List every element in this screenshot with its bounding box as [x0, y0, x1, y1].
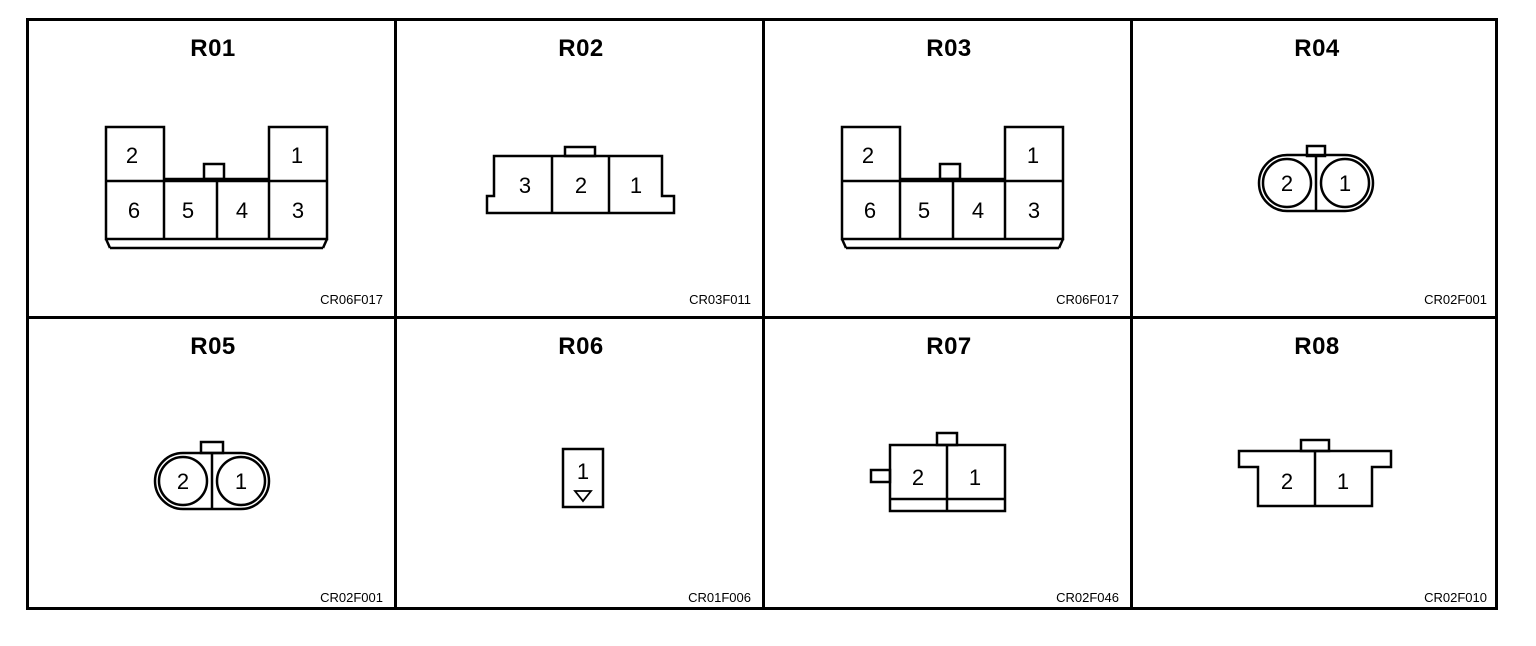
pin-label: 3 — [292, 198, 304, 223]
connector-r05: R05 2 1 CR02F001 — [29, 319, 397, 615]
pin-label: 2 — [1281, 171, 1293, 196]
part-code: CR02F046 — [1056, 590, 1119, 605]
pin-label: 2 — [126, 143, 138, 168]
pin-label: 2 — [1281, 469, 1293, 494]
pin-label: 2 — [862, 143, 874, 168]
connector-r07: R07 2 1 CR02F046 — [765, 319, 1133, 615]
pin-label: 1 — [969, 465, 981, 490]
connector-title: R03 — [926, 35, 972, 62]
pin-label: 5 — [918, 198, 930, 223]
connector-r01: R01 2 1 6 5 4 3 CR06F017 — [29, 21, 397, 317]
divider — [762, 21, 765, 607]
pin-label: 1 — [235, 469, 247, 494]
connector-diagram-6pin: 2 1 6 5 4 3 — [104, 125, 329, 250]
pin-label: 3 — [1028, 198, 1040, 223]
connector-r03: R03 2 1 6 5 4 3 CR06F017 — [765, 21, 1133, 317]
connector-title: R05 — [190, 333, 236, 360]
part-code: CR06F017 — [1056, 292, 1119, 307]
divider — [1130, 21, 1133, 607]
pin-label: 6 — [864, 198, 876, 223]
pin-label: 6 — [128, 198, 140, 223]
connector-r02: R02 3 2 1 CR03F011 — [397, 21, 765, 317]
connector-title: R01 — [190, 35, 236, 62]
part-code: CR02F001 — [1424, 292, 1487, 307]
pin-label: 2 — [575, 173, 587, 198]
pin-label: 3 — [519, 173, 531, 198]
connector-diagram-3pin: 3 2 1 — [485, 145, 676, 215]
connector-diagram-6pin: 2 1 6 5 4 3 — [840, 125, 1065, 250]
pin-label: 1 — [1027, 143, 1039, 168]
connector-diagram-2pin-round: 2 1 — [153, 440, 271, 511]
connector-diagram-2pin-round: 2 1 — [1257, 144, 1375, 213]
connector-diagram-1pin: 1 — [561, 447, 605, 509]
pin-label: 1 — [291, 143, 303, 168]
connector-title: R02 — [558, 35, 604, 62]
pin-label: 5 — [182, 198, 194, 223]
pin-label: 1 — [1337, 469, 1349, 494]
connector-title: R04 — [1294, 35, 1340, 62]
connector-title: R07 — [926, 333, 972, 360]
part-code: CR03F011 — [689, 292, 751, 307]
pin-label: 4 — [972, 198, 984, 223]
part-code: CR02F001 — [320, 590, 383, 605]
connector-title: R08 — [1294, 333, 1340, 360]
connector-r08: R08 2 1 CR02F010 — [1133, 319, 1501, 615]
part-code: CR02F010 — [1424, 590, 1487, 605]
connector-diagram-2pin: 2 1 — [1237, 438, 1393, 508]
divider — [29, 316, 1495, 319]
part-code: CR01F006 — [688, 590, 751, 605]
connector-title: R06 — [558, 333, 604, 360]
part-code: CR06F017 — [320, 292, 383, 307]
pin-label: 1 — [630, 173, 642, 198]
divider — [394, 21, 397, 607]
connector-grid: R01 2 1 6 5 4 3 CR06F017 R02 — [26, 18, 1498, 610]
pin-label: 1 — [1339, 171, 1351, 196]
pin-label: 2 — [177, 469, 189, 494]
pin-label: 4 — [236, 198, 248, 223]
connector-diagram-2pin: 2 1 — [869, 431, 1007, 513]
connector-r06: R06 1 CR01F006 — [397, 319, 765, 615]
connector-r04: R04 2 1 CR02F001 — [1133, 21, 1501, 317]
pin-label: 2 — [912, 465, 924, 490]
pin-label: 1 — [577, 459, 589, 484]
